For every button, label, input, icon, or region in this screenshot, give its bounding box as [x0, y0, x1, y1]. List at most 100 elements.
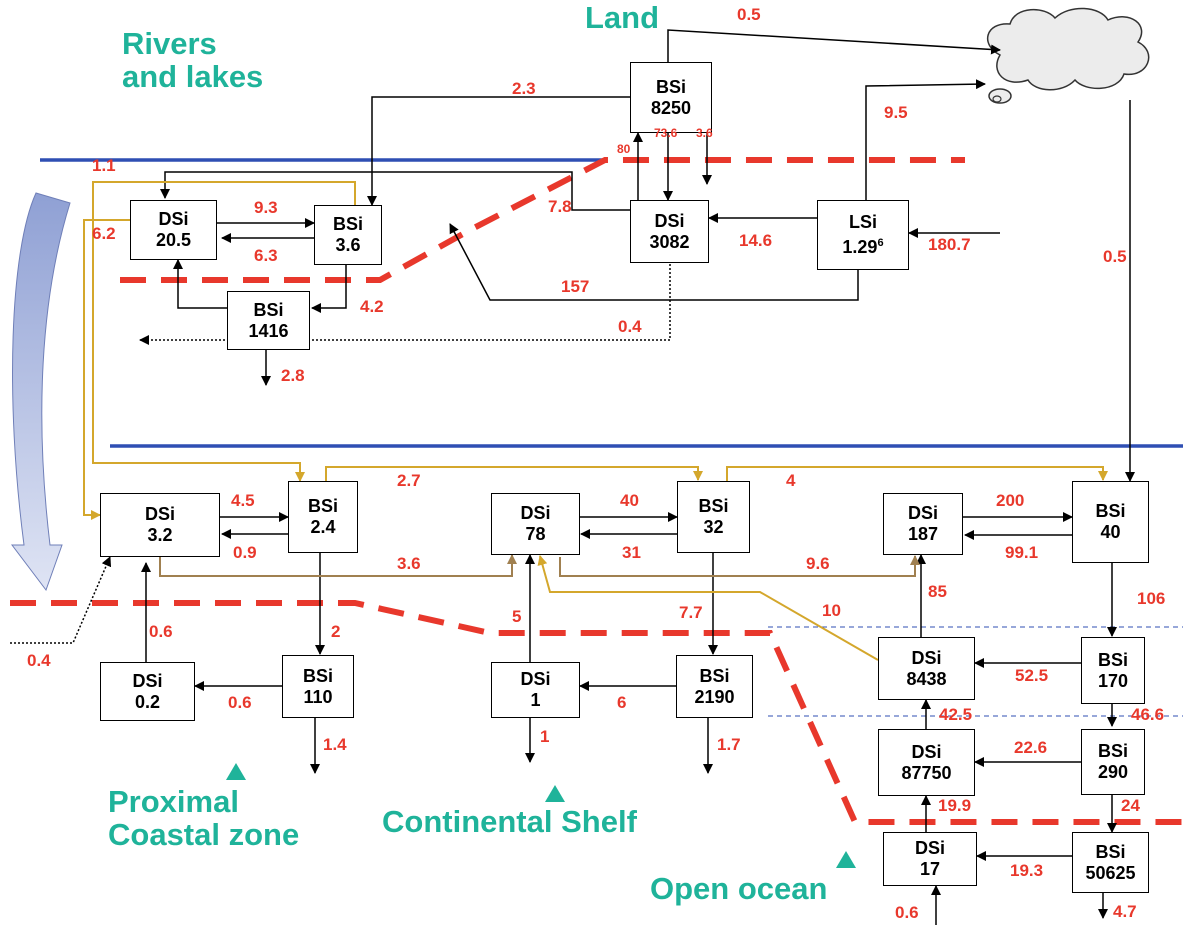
flux-label: 7.8 [548, 198, 572, 215]
reservoir-species: BSi [678, 496, 749, 517]
reservoir-value: 187 [884, 524, 962, 545]
reservoir-species: DSi [101, 504, 219, 525]
flux-label: 1 [540, 728, 549, 745]
zone-label-rivers-line1: Rivers [122, 28, 263, 61]
reservoir-species: BSi [631, 77, 711, 98]
flux-label: 9.3 [254, 199, 278, 216]
flux-label: 22.6 [1014, 739, 1047, 756]
reservoir-species: DSi [884, 503, 962, 524]
flux-label: 52.5 [1015, 667, 1048, 684]
flux-label: 24 [1121, 797, 1140, 814]
reservoir-value: 2.4 [289, 517, 357, 538]
reservoir-value: 1.29 [842, 237, 877, 257]
reservoir-value: 1416 [228, 321, 309, 342]
flux-label: 80 [617, 143, 630, 155]
reservoir-value: 40 [1073, 522, 1148, 543]
flux-label: 9.6 [806, 555, 830, 572]
flux-label: 6.3 [254, 247, 278, 264]
flux-label: 2.7 [397, 472, 421, 489]
flux-label: 2.8 [281, 367, 305, 384]
flux-label: 0.4 [27, 652, 51, 669]
flux-label: 9.5 [884, 104, 908, 121]
flux-label: 99.1 [1005, 544, 1038, 561]
flux-label: 0.9 [233, 544, 257, 561]
flux-label: 0.6 [149, 623, 173, 640]
reservoir-value: 78 [492, 524, 579, 545]
flux-label: 42.5 [939, 706, 972, 723]
reservoir-species: DSi [492, 669, 579, 690]
reservoir-species: BSi [1073, 501, 1148, 522]
flux-label: 14.6 [739, 232, 772, 249]
flux-label: 1.1 [92, 157, 116, 174]
flux-label: 4.2 [360, 298, 384, 315]
flux-label: 2 [331, 623, 340, 640]
reservoir-exponent: 6 [877, 237, 883, 249]
zone-label-land: Land [585, 2, 659, 35]
reservoir-value: 50625 [1073, 863, 1148, 884]
reservoir-value: 3082 [631, 232, 708, 253]
flux-label: 0.5 [1103, 248, 1127, 265]
reservoir-value: 1 [492, 690, 579, 711]
reservoir-value: 110 [283, 687, 353, 708]
reservoir-species: BSi [1082, 741, 1144, 762]
reservoir-value: 32 [678, 517, 749, 538]
flux-label: 40 [620, 492, 639, 509]
flux-label: 4 [786, 472, 795, 489]
flux-label: 31 [622, 544, 641, 561]
zone-label-rivers: Rivers and lakes [122, 28, 263, 93]
reservoir-value: 87750 [879, 763, 974, 784]
mixing-arrows [160, 555, 915, 576]
reservoir-species: BSi [289, 496, 357, 517]
flux-label: 6.2 [92, 225, 116, 242]
reservoir-species: BSi [283, 666, 353, 687]
flux-label: 0.4 [618, 318, 642, 335]
flux-label: 4.5 [231, 492, 255, 509]
flux-label: 200 [996, 492, 1024, 509]
reservoir-value-wrap: 1.296 [818, 233, 908, 258]
reservoir-river-sediment-bsi: BSi1416 [227, 291, 310, 350]
flux-label: 157 [561, 278, 589, 295]
reservoir-value: 170 [1082, 671, 1144, 692]
flux-label: 46.6 [1131, 706, 1164, 723]
reservoir-species: BSi [228, 300, 309, 321]
zone-label-shelf: Continental Shelf [382, 806, 637, 839]
flux-label: 85 [928, 583, 947, 600]
zone-label-rivers-line2: and lakes [122, 61, 263, 94]
flux-label: 0.5 [737, 6, 761, 23]
reservoir-species: DSi [879, 648, 974, 669]
reservoir-value: 2190 [677, 687, 752, 708]
reservoir-species: DSi [492, 503, 579, 524]
flux-label: 6 [617, 694, 626, 711]
zone-label-proximal: Proximal Coastal zone [108, 786, 299, 851]
flux-label: 3.6 [696, 127, 713, 139]
reservoir-ocean-deep-dsi: DSi87750 [878, 729, 975, 796]
reservoir-value: 20.5 [131, 230, 216, 251]
reservoir-ocean-deep-bsi: BSi290 [1081, 729, 1145, 795]
reservoir-value: 0.2 [101, 692, 194, 713]
cloud-icon [988, 8, 1149, 103]
flux-label: 73.6 [654, 127, 677, 139]
reservoir-value: 8438 [879, 669, 974, 690]
reservoir-species: BSi [1073, 842, 1148, 863]
reservoir-species: BSi [315, 214, 381, 235]
flux-label: 3.6 [397, 555, 421, 572]
zone-label-proximal-line1: Proximal [108, 786, 299, 819]
reservoir-value: 3.6 [315, 235, 381, 256]
zone-label-ocean: Open ocean [650, 873, 827, 906]
